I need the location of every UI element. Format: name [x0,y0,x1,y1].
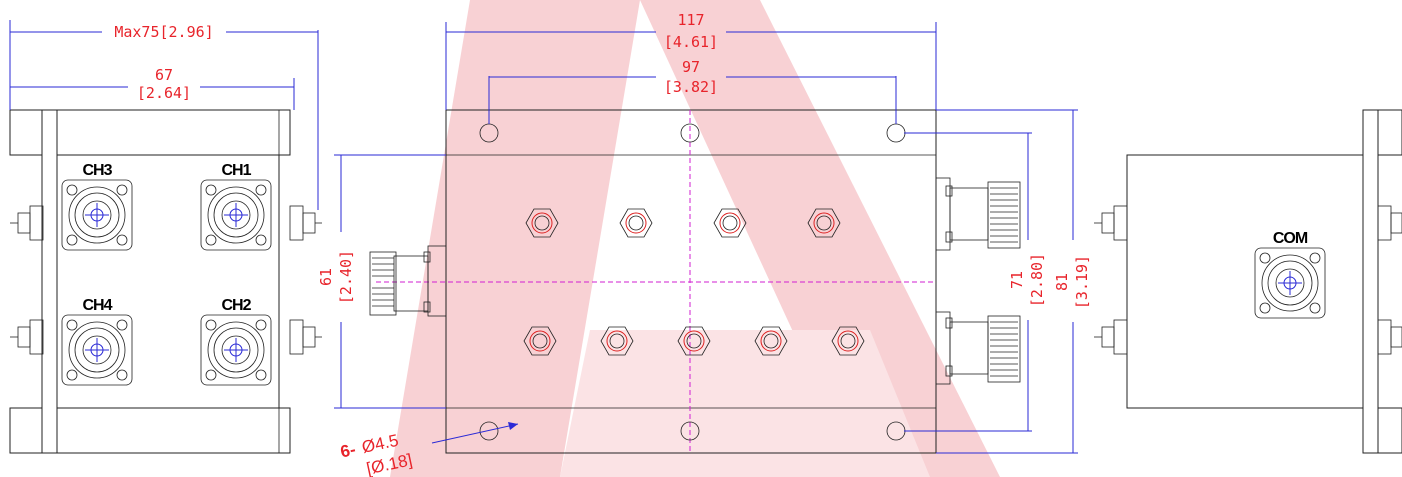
dim-length-mm: 117 [677,11,704,29]
dim-overall-height: 81 [3.19] [936,109,1091,454]
left-bolt-group [10,205,322,355]
dim-hole-span-mm: 97 [682,58,700,76]
right-bottom-flange [1377,407,1402,454]
front-right-connector-top [935,177,1021,251]
dim-width: 67 [2.64] [10,66,295,110]
tuning-screws-top [525,208,841,238]
right-bolt-group [1094,205,1402,355]
connector-ch3 [61,179,133,251]
port-label-com: COM [1273,230,1308,247]
dim-overall-height-mm: 81 [1053,273,1071,291]
connector-com [1254,247,1326,319]
dim-width-in: [2.64] [137,84,191,102]
hole-count-label: 6- [339,440,358,462]
connector-ch1 [200,179,272,251]
left-side-plate [41,109,58,454]
dim-height-mm: 61 [317,268,335,286]
dim-flange-span-in: [2.80] [1028,253,1046,307]
right-top-flange [1377,109,1402,156]
dim-max-width: Max75[2.96] [9,20,319,210]
left-view: CH3 CH1 CH4 CH2 Max75[2.96] 67 [2.64] [9,20,322,454]
front-right-connector-bottom [935,311,1021,385]
dim-height: 61 [2.40] [317,154,446,409]
front-left-connector [369,245,447,317]
dim-height-in: [2.40] [337,250,355,304]
watermark-logo [390,0,1000,477]
dim-width-mm: 67 [155,66,173,84]
dim-max-width-label: Max75[2.96] [114,23,213,41]
connector-ch4 [61,314,133,386]
dim-hole-span-in: [3.82] [664,78,718,96]
right-view: COM [1094,109,1402,454]
port-label-ch4: CH4 [82,297,112,314]
right-side-plate [1362,109,1379,454]
tuning-screws-bottom [523,326,865,356]
dim-hole-span: 97 [3.82] [488,58,897,124]
left-main-face [56,154,280,409]
front-view: 117 [4.61] 97 [3.82] 61 [2.40] 71 [317,11,1091,477]
port-label-ch2: CH2 [221,297,251,314]
dim-flange-span-mm: 71 [1008,271,1026,289]
dim-flange-span: 71 [2.80] [904,132,1046,432]
dim-overall-height-in: [3.19] [1073,255,1091,309]
right-main-face [1126,154,1364,409]
dim-length-in: [4.61] [664,33,718,51]
port-label-ch1: CH1 [221,162,251,179]
connector-ch2 [200,314,272,386]
dim-length: 117 [4.61] [445,11,937,110]
port-label-ch3: CH3 [82,162,112,179]
